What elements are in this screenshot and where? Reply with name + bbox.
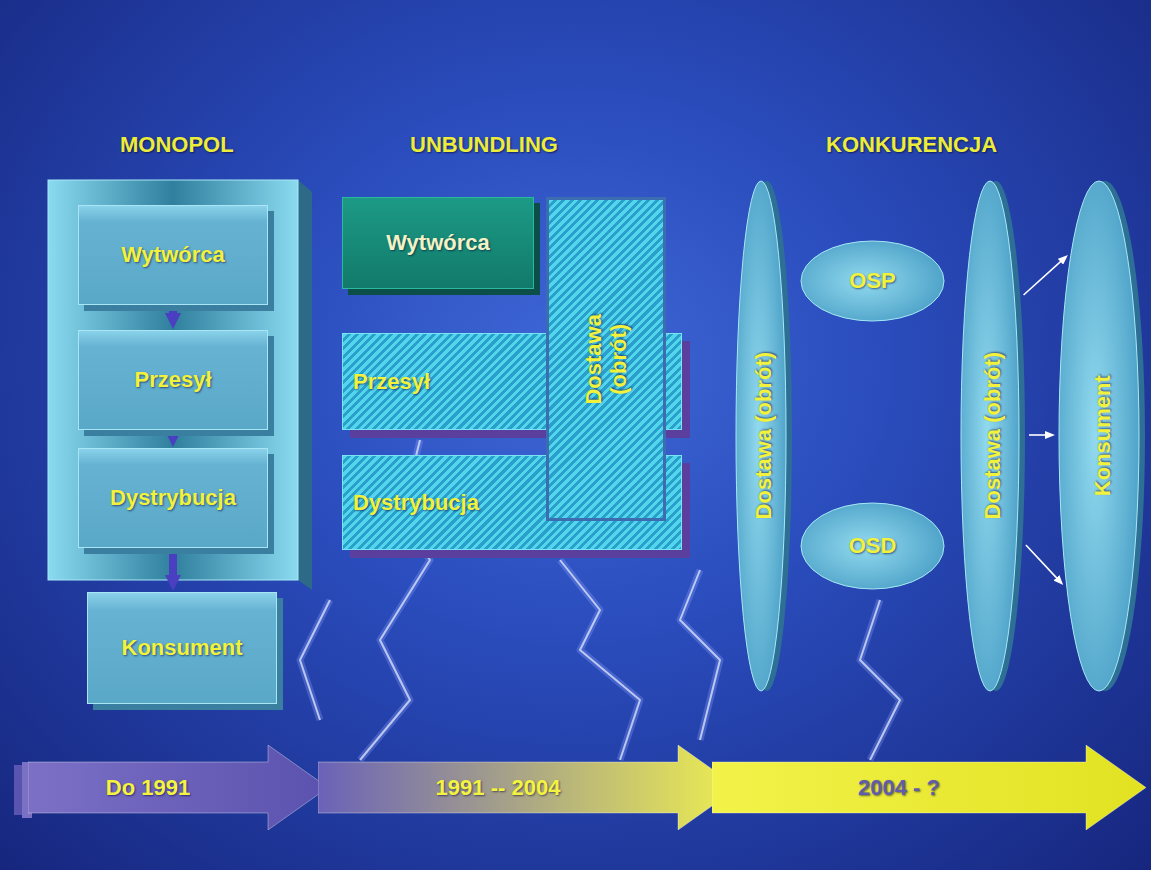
node-text: Dostawa (obrót)	[980, 352, 1005, 519]
timeline-arrow: 2004 - ?	[712, 745, 1146, 830]
process-box: Dystrybucja	[78, 448, 268, 548]
supply-band: Dostawa (obrót)	[546, 197, 666, 521]
node-text: Przesył	[353, 369, 430, 394]
connector-arrow	[169, 549, 177, 577]
connector-arrow	[1029, 434, 1047, 436]
node-text: OSD	[849, 533, 897, 558]
arrow-body	[318, 745, 738, 830]
ellipse-face	[801, 241, 944, 321]
connector-arrow	[1024, 260, 1062, 295]
arrow-body	[712, 745, 1146, 830]
node-text: Wytwórca	[121, 242, 225, 267]
consumer-ellipse: Konsument	[1058, 180, 1146, 692]
node-text: Dystrybucja	[353, 490, 479, 515]
node-text: 1991 -- 2004	[436, 775, 621, 800]
process-box: Wytwórca	[78, 205, 268, 305]
node-text: OSP	[849, 268, 895, 293]
section-heading: KONKURENCJA	[826, 132, 997, 158]
node-text: Konsument	[122, 635, 243, 660]
operator-ellipse: OSD	[800, 502, 945, 590]
timeline-arrow: Do 1991	[28, 745, 328, 830]
process-box: Wytwórca	[342, 197, 534, 289]
connector-arrow	[169, 306, 177, 315]
node-text: Do 1991	[106, 775, 250, 800]
ellipse-face	[736, 181, 786, 691]
node-text: Dostawa (obrót)	[581, 303, 632, 415]
ellipse-face	[961, 181, 1019, 691]
ellipse-face	[1059, 181, 1139, 691]
node-text: Konsument	[1089, 375, 1114, 496]
section-heading: UNBUNDLING	[410, 132, 558, 158]
node-text: Wytwórca	[386, 230, 490, 255]
node-text: 2004 - ?	[858, 775, 1000, 800]
supply-ellipse: Dostawa (obrót)	[735, 180, 793, 692]
operator-ellipse: OSP	[800, 240, 945, 322]
supply-ellipse: Dostawa (obrót)	[960, 180, 1026, 692]
ellipse-face	[801, 503, 944, 589]
arrow-body	[28, 745, 328, 830]
process-box: Przesył	[78, 330, 268, 430]
connector-arrow	[169, 431, 177, 433]
consumer-box: Konsument	[87, 592, 277, 704]
connector-arrow	[1026, 545, 1058, 579]
frame-side	[298, 180, 312, 590]
monopoly-frame	[48, 180, 298, 580]
node-text: Przesył	[134, 367, 211, 392]
node-text: Dostawa (obrót)	[751, 352, 776, 519]
section-heading: MONOPOL	[120, 132, 234, 158]
timeline-arrow: 1991 -- 2004	[318, 745, 738, 830]
node-text: Dystrybucja	[110, 485, 236, 510]
